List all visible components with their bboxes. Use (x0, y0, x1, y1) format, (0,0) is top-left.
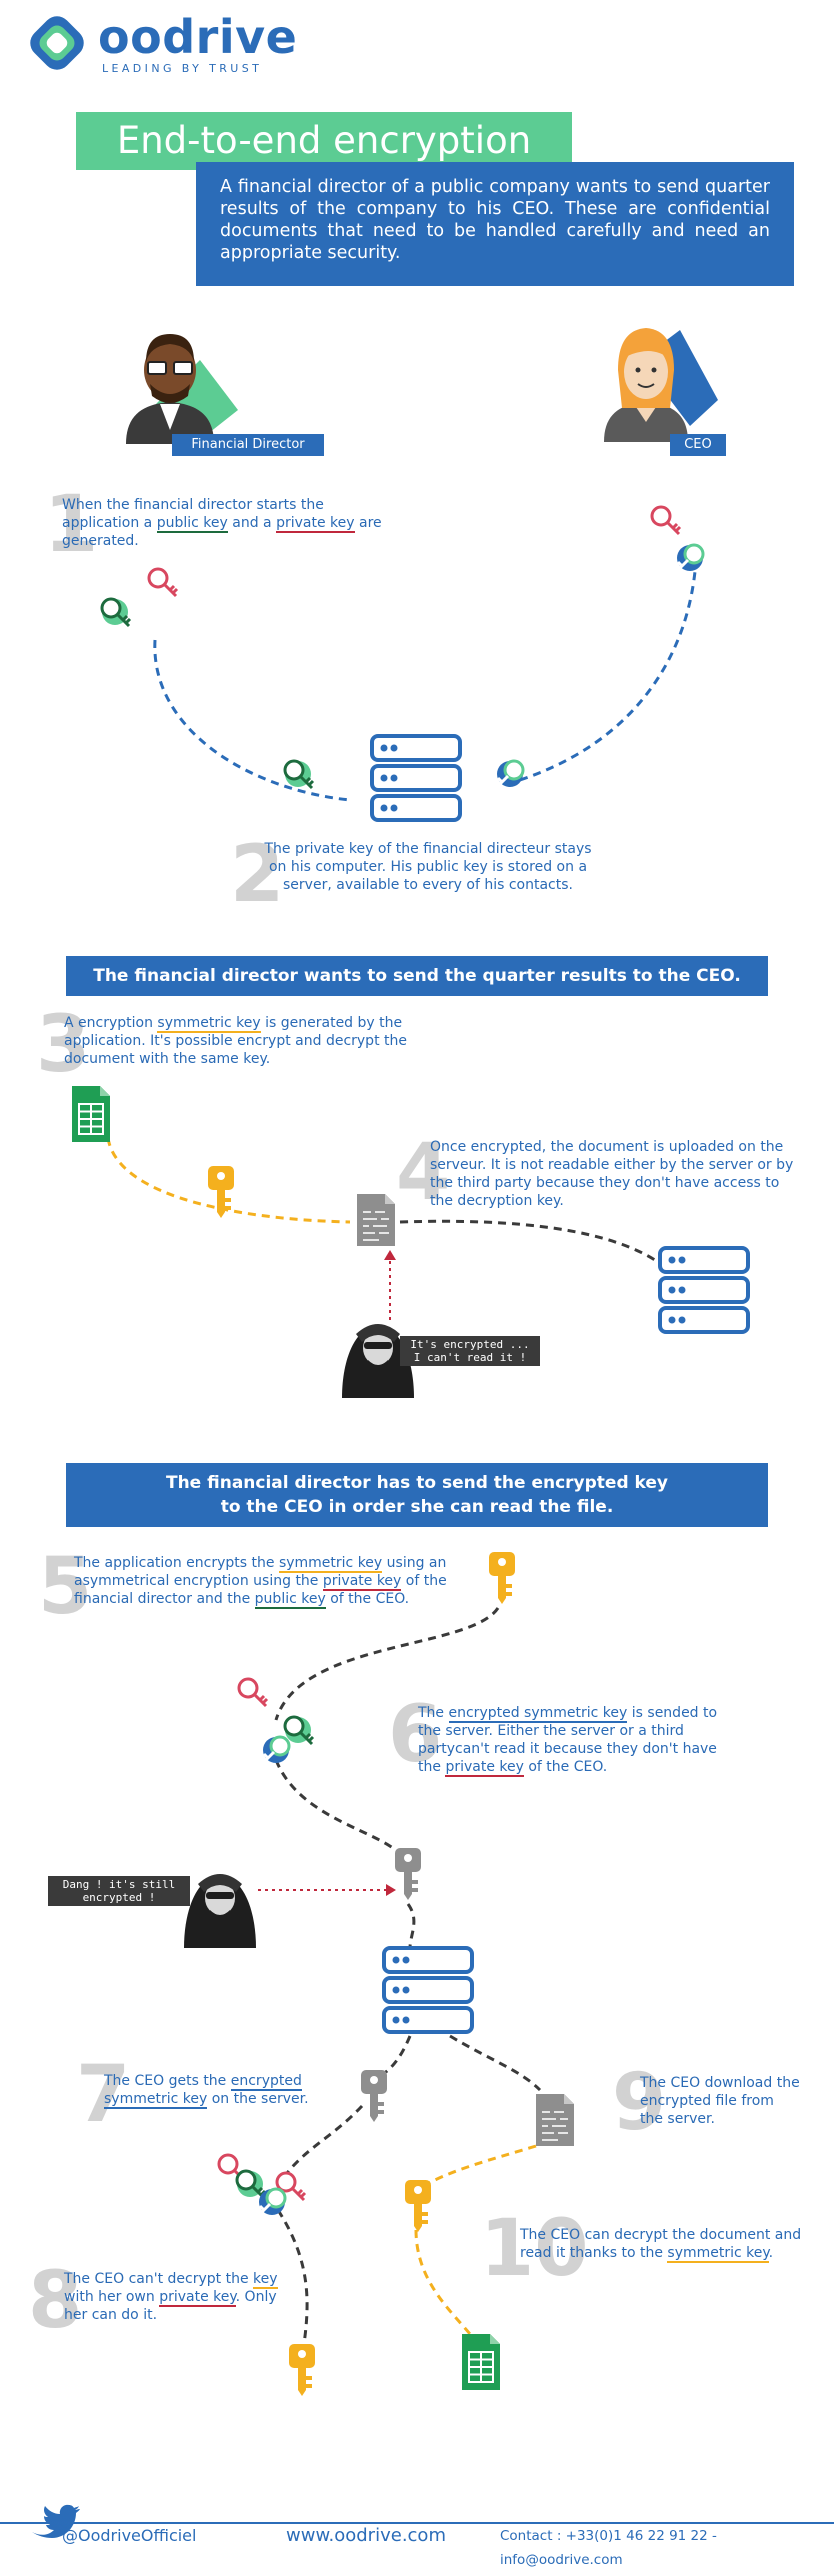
connector-server-doc (449, 2034, 542, 2092)
step-text-10: The CEO can decrypt the document and rea… (520, 2227, 802, 2263)
private-key-icon (237, 1677, 269, 1708)
step-text-7: The CEO gets the encrypted symmetric key… (104, 2073, 309, 2109)
step-number-4: 4 (396, 1128, 451, 1218)
avatar-ceo (604, 328, 718, 442)
step-text-2: The private key of the financial directe… (264, 841, 592, 893)
term-symmetric-key: symmetric key (157, 1015, 261, 1033)
avatar-financial-director (126, 334, 238, 444)
connector-fd-server (153, 639, 351, 802)
intro-text: A financial director of a public company… (196, 162, 794, 286)
step-number-5: 5 (38, 1542, 93, 1632)
logo-icon (30, 16, 84, 70)
step-text-6: The encrypted symmetric key is sended to… (418, 1705, 718, 1777)
spreadsheet-icon (461, 2333, 501, 2391)
step-text-1: When the financial director starts the a… (62, 497, 382, 549)
connector-doc-server (399, 1219, 659, 1264)
footer-contact: Contact : +33(0)1 46 22 91 22 - info@ood… (500, 2528, 717, 2568)
ceo-label: CEO (670, 434, 726, 456)
encrypted-document-icon (535, 2093, 575, 2147)
term-public-key: public key (254, 1591, 326, 1609)
term-private-key: private key (159, 2289, 236, 2307)
twitter-icon (32, 2504, 80, 2538)
step-text-5: The application encrypts the symmetric k… (74, 1555, 447, 1609)
connector-keys-encrypted-key (274, 1759, 404, 1858)
server-icon (658, 1246, 750, 1334)
term-private-key: private key (445, 1759, 524, 1777)
spreadsheet-icon (71, 1085, 111, 1143)
term-key: key (253, 2271, 278, 2289)
encrypted-document-icon (356, 1193, 396, 1247)
term-encrypted-symmetric-key: encrypted symmetric key (448, 1705, 628, 1723)
step-number-6: 6 (388, 1690, 443, 1780)
term-symmetric-key: symmetric key (278, 1555, 383, 1573)
term-encrypted-symmetric-key: encrypted symmetric key (104, 2073, 302, 2109)
connector-ceo-keys-yellow-key (276, 2209, 309, 2345)
step-number-2: 2 (230, 830, 285, 920)
server-icon (382, 1946, 474, 2034)
connector-sheet-doc (106, 1137, 351, 1224)
public-key-icon (283, 759, 315, 790)
connector-doc-yellow-key (419, 2144, 537, 2190)
brand-tagline: LEADING BY TRUST (102, 62, 263, 75)
encrypted-key-icon (395, 1848, 421, 1900)
term-public-key: public key (156, 515, 228, 533)
step-number-8: 8 (28, 2256, 83, 2346)
connector-key5-ceo-keys (274, 1607, 500, 1721)
public-key-icon (100, 597, 132, 628)
hacker-icon (184, 1874, 256, 1948)
page-title: End-to-end encryption (76, 112, 572, 170)
financial-director-label: Financial Director (172, 434, 324, 456)
step-number-10: 10 (480, 2204, 589, 2294)
symmetric-key-icon (489, 1552, 515, 1604)
symmetric-key-icon (208, 1166, 234, 1218)
private-key-icon (650, 505, 682, 536)
server-icon (370, 734, 462, 822)
step-number-1: 1 (44, 480, 99, 570)
public-key-icon (235, 2169, 267, 2200)
public-key-icon (283, 1715, 315, 1746)
step-text-4: Once encrypted, the document is uploaded… (430, 1139, 794, 1209)
step-number-9: 9 (612, 2058, 667, 2148)
term-private-key: private key (322, 1573, 402, 1591)
public-key-icon (673, 543, 705, 574)
connector-yellow-key-sheet (414, 2229, 472, 2335)
connector-encrypted-key-server (406, 1903, 416, 1949)
symmetric-key-icon (405, 2180, 431, 2232)
speech-bubble-hacker-2: Dang ! it's still encrypted ! (48, 1876, 190, 1906)
brand-name: oodrive (98, 10, 298, 64)
banner-send-results: The financial director wants to send the… (66, 956, 768, 996)
step-text-3: A encryption symmetric key is generated … (64, 1015, 407, 1067)
step-number-3: 3 (36, 1000, 91, 1090)
step-text-9: The CEO download the encrypted file from… (640, 2075, 800, 2127)
term-private-key: private key (276, 515, 355, 533)
footer-divider (0, 2522, 834, 2524)
term-symmetric-key: symmetric key (667, 2245, 769, 2263)
connector-server-gray-key (379, 2035, 412, 2078)
connector-server-ceo (519, 559, 698, 782)
step-text-8: The CEO can't decrypt the key with her o… (64, 2271, 278, 2323)
private-key-icon (147, 567, 179, 598)
symmetric-key-icon (289, 2344, 315, 2396)
encrypted-key-icon (361, 2070, 387, 2122)
public-key-icon (493, 759, 525, 790)
public-key-icon (259, 1735, 291, 1766)
speech-bubble-hacker-1: It's encrypted ... I can't read it ! (400, 1336, 540, 1366)
footer-twitter-link[interactable]: @OodriveOfficiel (62, 2526, 197, 2545)
footer-website-link[interactable]: www.oodrive.com (286, 2525, 446, 2546)
step-number-7: 7 (76, 2050, 131, 2140)
banner-send-key: The financial director has to send the e… (66, 1463, 768, 1527)
